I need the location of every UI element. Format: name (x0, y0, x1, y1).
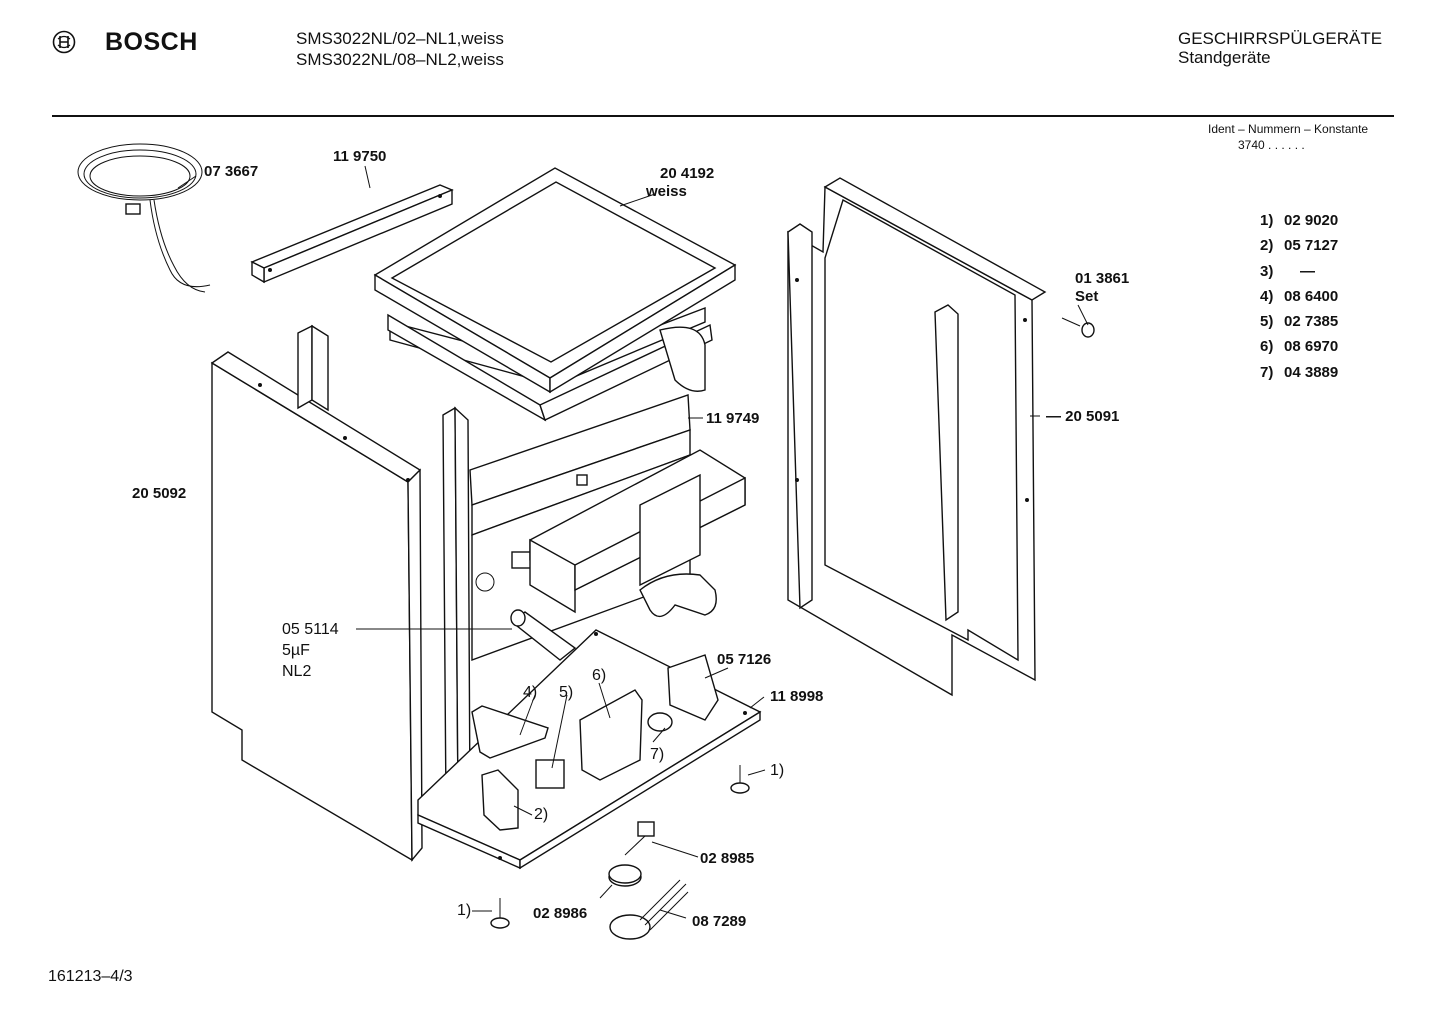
side-panel-right-205091-part (787, 177, 1047, 697)
marker-1-left: 1) (457, 902, 472, 919)
marker-6: 6) (592, 667, 607, 684)
ref-value-3: — (1300, 263, 1315, 280)
foot-left-part (490, 898, 510, 929)
model-line-1: SMS3022NL/02–NL1,weiss (296, 29, 504, 48)
ident-label: Ident – Nummern – Konstante (1208, 122, 1369, 136)
foot-right-part (730, 765, 750, 794)
ref-value-7: 04 3889 (1284, 364, 1339, 381)
capacitor-part (510, 609, 579, 663)
model-line-2: SMS3022NL/08–NL2,weiss (296, 50, 504, 69)
drawing-code: 161213–4/3 (48, 968, 133, 985)
ref-key-5: 5) (1260, 313, 1274, 330)
ref-value-5: 02 7385 (1284, 313, 1339, 330)
part-note-set: Set (1075, 288, 1099, 305)
ref-key-7: 7) (1260, 364, 1274, 381)
ref-value-2: 05 7127 (1284, 237, 1339, 254)
marker-7: 7) (650, 746, 665, 763)
part-label-028985: 02 8985 (700, 850, 755, 867)
part-note-weiss: weiss (646, 183, 687, 200)
ref-key-6: 6) (1260, 338, 1274, 355)
part-note-nl2: NL2 (282, 663, 312, 680)
category-title: GESCHIRRSPÜLGERÄTE (1178, 29, 1383, 48)
ref-key-2: 2) (1260, 237, 1274, 254)
float-part (608, 864, 642, 887)
bosch-logo-icon (52, 30, 76, 54)
marker-2: 2) (534, 806, 549, 823)
float-holder-part (609, 879, 689, 940)
base-components-part (471, 654, 719, 831)
part-label-119750: 11 9750 (333, 148, 387, 165)
side-panel-left-205092-part (210, 351, 423, 862)
part-label-013861: 01 3861 (1075, 270, 1130, 287)
ref-key-1: 1) (1260, 212, 1274, 229)
frame-post-part (297, 324, 471, 808)
part-label-205092: 20 5092 (132, 485, 187, 502)
brand-name: BOSCH (105, 28, 198, 56)
part-label-087289: 08 7289 (692, 913, 747, 930)
ref-value-4: 08 6400 (1284, 288, 1339, 305)
duct-119749-part (529, 449, 746, 618)
power-cord-part (77, 143, 211, 293)
marker-4: 4) (523, 684, 538, 701)
part-label-073667: 07 3667 (204, 163, 259, 180)
header-rule (52, 115, 1394, 117)
part-label-205091: — 20 5091 (1046, 408, 1120, 425)
part-label-119749: 11 9749 (706, 410, 760, 427)
ref-key-4: 4) (1260, 288, 1274, 305)
marker-1-right: 1) (770, 762, 785, 779)
part-capacity: 5µF (282, 642, 310, 659)
leader-lines (177, 165, 1089, 919)
marker-5: 5) (559, 684, 574, 701)
category-subtitle: Standgeräte (1178, 48, 1271, 67)
part-label-118998: 11 8998 (770, 688, 824, 705)
ref-value-6: 08 6970 (1284, 338, 1339, 355)
part-label-057126: 05 7126 (717, 651, 772, 668)
worktop-204192-part (373, 167, 737, 422)
ref-key-3: 3) (1260, 263, 1274, 280)
ident-value: 3740 . . . . . . (1238, 138, 1305, 152)
part-label-204192: 20 4192 (660, 165, 715, 182)
microswitch-part (624, 821, 655, 856)
part-label-055114: 05 5114 (282, 621, 339, 638)
screw-set-part (1061, 317, 1095, 338)
ref-value-1: 02 9020 (1284, 212, 1339, 229)
part-label-028986: 02 8986 (533, 905, 588, 922)
rail-119750-part (250, 184, 454, 284)
